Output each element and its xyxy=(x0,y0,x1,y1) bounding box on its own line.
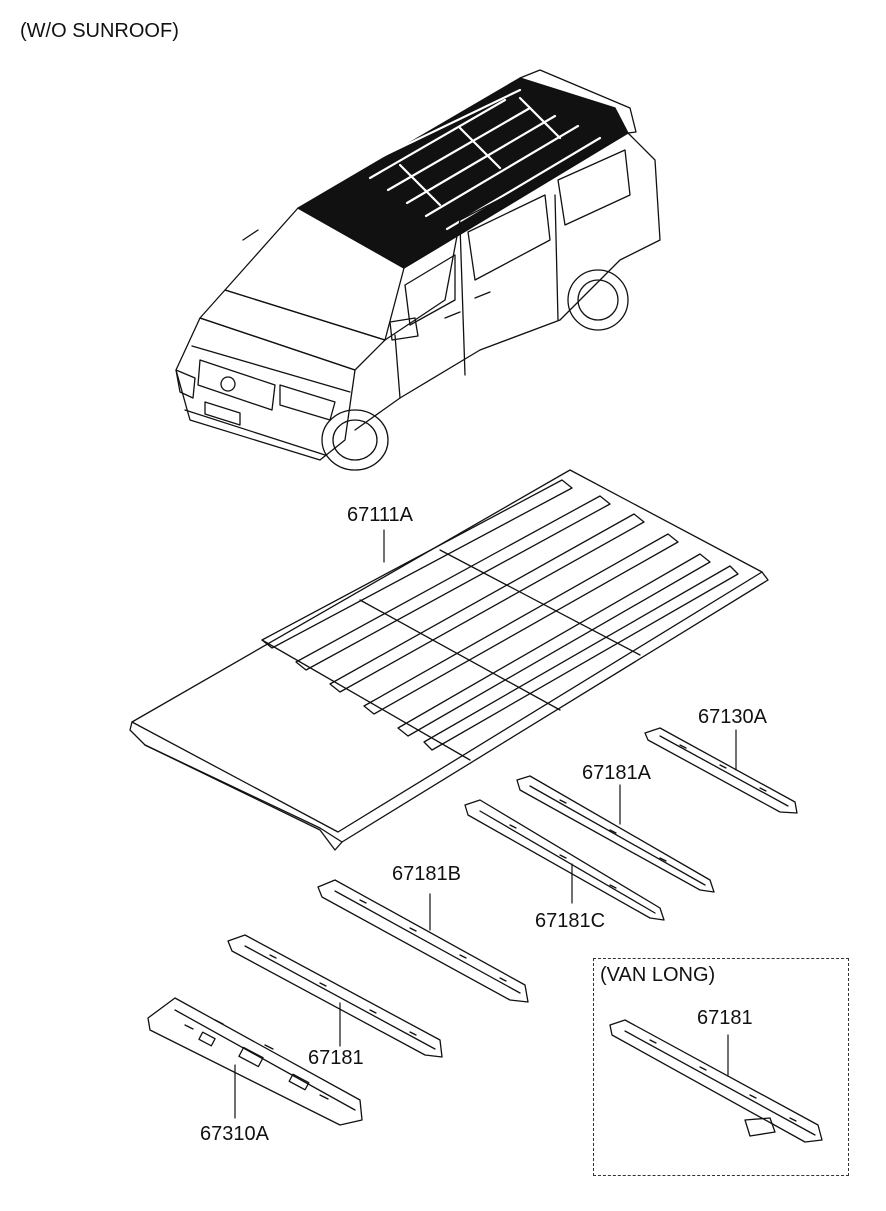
part-label-67130A: 67130A xyxy=(698,706,767,728)
part-label-67181B: 67181B xyxy=(392,863,461,885)
part-67181C-outline xyxy=(464,799,665,921)
part-label-67181C: 67181C xyxy=(535,910,606,932)
diagram-note: (W/O SUNROOF) xyxy=(20,20,179,42)
van-badge xyxy=(220,376,236,392)
van-window-rear xyxy=(557,149,631,226)
part-67181B-outline xyxy=(317,879,529,1003)
van-window-mid xyxy=(467,194,551,281)
van-long-box xyxy=(593,958,849,1176)
roof-panel-outline xyxy=(129,469,769,851)
part-67310A xyxy=(147,997,363,1126)
roof-panel-67111A xyxy=(129,469,769,851)
part-label-67181-van-long: 67181 xyxy=(697,1007,753,1029)
van-front-wheel xyxy=(321,409,389,471)
part-label-67310A: 67310A xyxy=(200,1123,269,1145)
part-label-67181: 67181 xyxy=(308,1047,364,1069)
van-roof-dark xyxy=(297,77,629,269)
van-grille xyxy=(197,359,276,411)
part-67181B xyxy=(317,879,529,1003)
part-67181A-outline xyxy=(516,775,715,893)
part-label-67111A: 67111A xyxy=(347,504,413,526)
part-67310A-outline xyxy=(147,997,363,1126)
van-window-front xyxy=(404,254,456,326)
part-label-67181A: 67181A xyxy=(582,762,651,784)
roof-panel-ribs xyxy=(261,479,739,761)
part-67181-outline xyxy=(227,934,443,1058)
part-67181-van-long-outline xyxy=(609,1019,823,1143)
part-67181-van-long xyxy=(609,1019,823,1143)
part-67130A-outline xyxy=(644,727,798,814)
van-rear-wheel xyxy=(567,269,629,331)
part-67181 xyxy=(227,934,443,1058)
van-spoiler xyxy=(519,69,637,134)
part-67181C xyxy=(464,799,665,921)
van-illustration xyxy=(175,69,661,471)
part-67181A xyxy=(516,775,715,893)
van-long-title: (VAN LONG) xyxy=(600,964,716,986)
van-mirror xyxy=(389,317,419,341)
part-67130A xyxy=(644,727,798,814)
